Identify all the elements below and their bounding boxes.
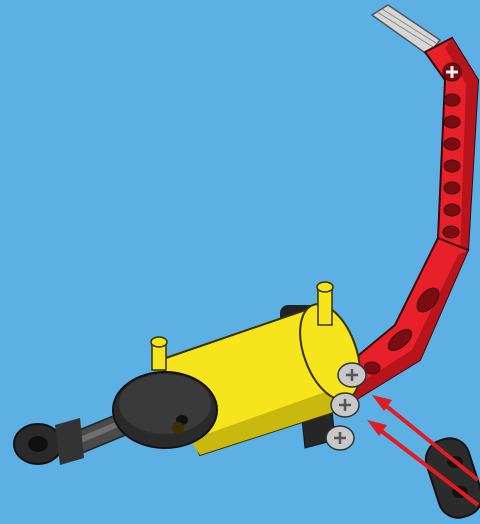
nozzle-left <box>151 337 167 370</box>
cross-hole-icon <box>443 63 461 81</box>
nozzle-right <box>317 282 333 325</box>
axle-pin <box>326 426 354 450</box>
axle-pin <box>331 393 359 417</box>
axle-pin <box>338 363 366 387</box>
